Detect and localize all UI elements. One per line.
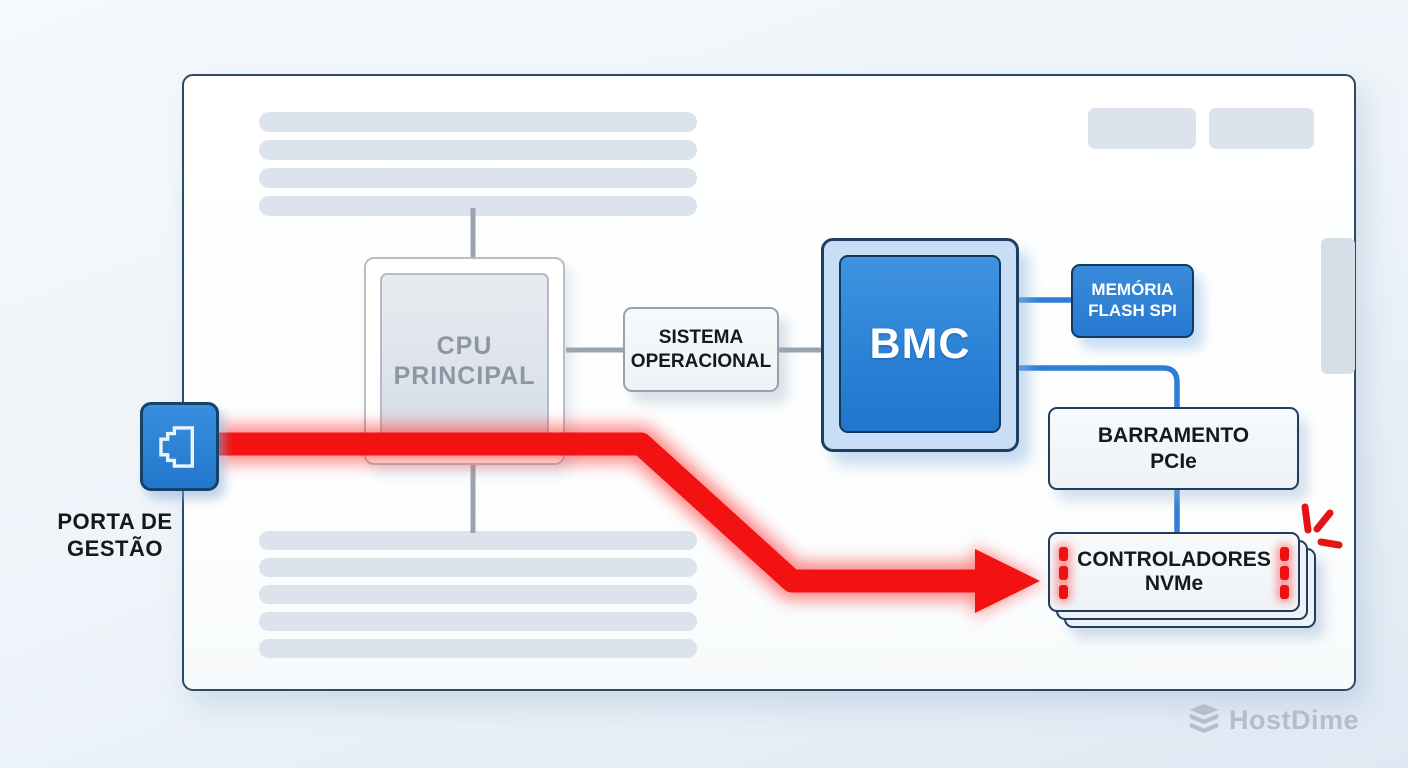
cpu-label: CPU: [436, 331, 493, 360]
memory-slot-bar: [259, 612, 697, 631]
nvme-controllers-node: CONTROLADORES NVMe: [1048, 532, 1316, 628]
chip-block: [1209, 108, 1314, 149]
layer-stack-icon: [1189, 704, 1219, 733]
memory-slot-bar: [259, 112, 697, 132]
os-node: SISTEMA OPERACIONAL: [623, 307, 779, 392]
nvme-label: NVMe: [1144, 572, 1204, 595]
cpu-label: PRINCIPAL: [393, 362, 536, 390]
brand-name: HostDime: [1229, 704, 1360, 735]
memory-slot-bar: [259, 585, 697, 604]
os-label: SISTEMA: [658, 327, 744, 349]
compromise-indicator: [1280, 547, 1289, 599]
os-label: OPERACIONAL: [630, 350, 772, 372]
chip-block: [1088, 108, 1196, 149]
nvme-label: CONTROLADORES: [1077, 548, 1271, 571]
memory-slot-bar: [259, 558, 697, 577]
memory-slot-bar: [259, 531, 697, 550]
memory-slot-bar: [259, 639, 697, 658]
management-port-node: [140, 402, 219, 491]
pcie-bus-label: BARRAMENTO: [1097, 423, 1250, 447]
nvme-card-front: CONTROLADORES NVMe: [1048, 532, 1300, 612]
management-port-label: PORTA DE GESTÃO: [57, 509, 173, 561]
pcie-bus-label: PCIe: [1150, 449, 1197, 473]
cpu-node: CPU PRINCIPAL: [364, 257, 565, 465]
memory-slot-bar: [259, 196, 697, 216]
memory-slot-bar: [259, 168, 697, 188]
spi-flash-label: MEMÓRIA: [1091, 280, 1174, 300]
edge-connector-block: [1321, 238, 1355, 374]
bmc-chip: BMC: [839, 255, 1001, 433]
ethernet-port-icon: [158, 425, 194, 468]
bmc-node: BMC: [821, 238, 1019, 452]
brand-logo: HostDime: [1188, 703, 1359, 737]
compromise-indicator: [1059, 547, 1068, 599]
pcie-bus-node: BARRAMENTO PCIe: [1048, 407, 1299, 490]
spi-flash-node: MEMÓRIA FLASH SPI: [1071, 264, 1194, 338]
bmc-label: BMC: [869, 319, 971, 368]
spi-flash-label: FLASH SPI: [1088, 301, 1177, 320]
memory-slot-bar: [259, 140, 697, 160]
cpu-die: CPU PRINCIPAL: [380, 273, 549, 449]
